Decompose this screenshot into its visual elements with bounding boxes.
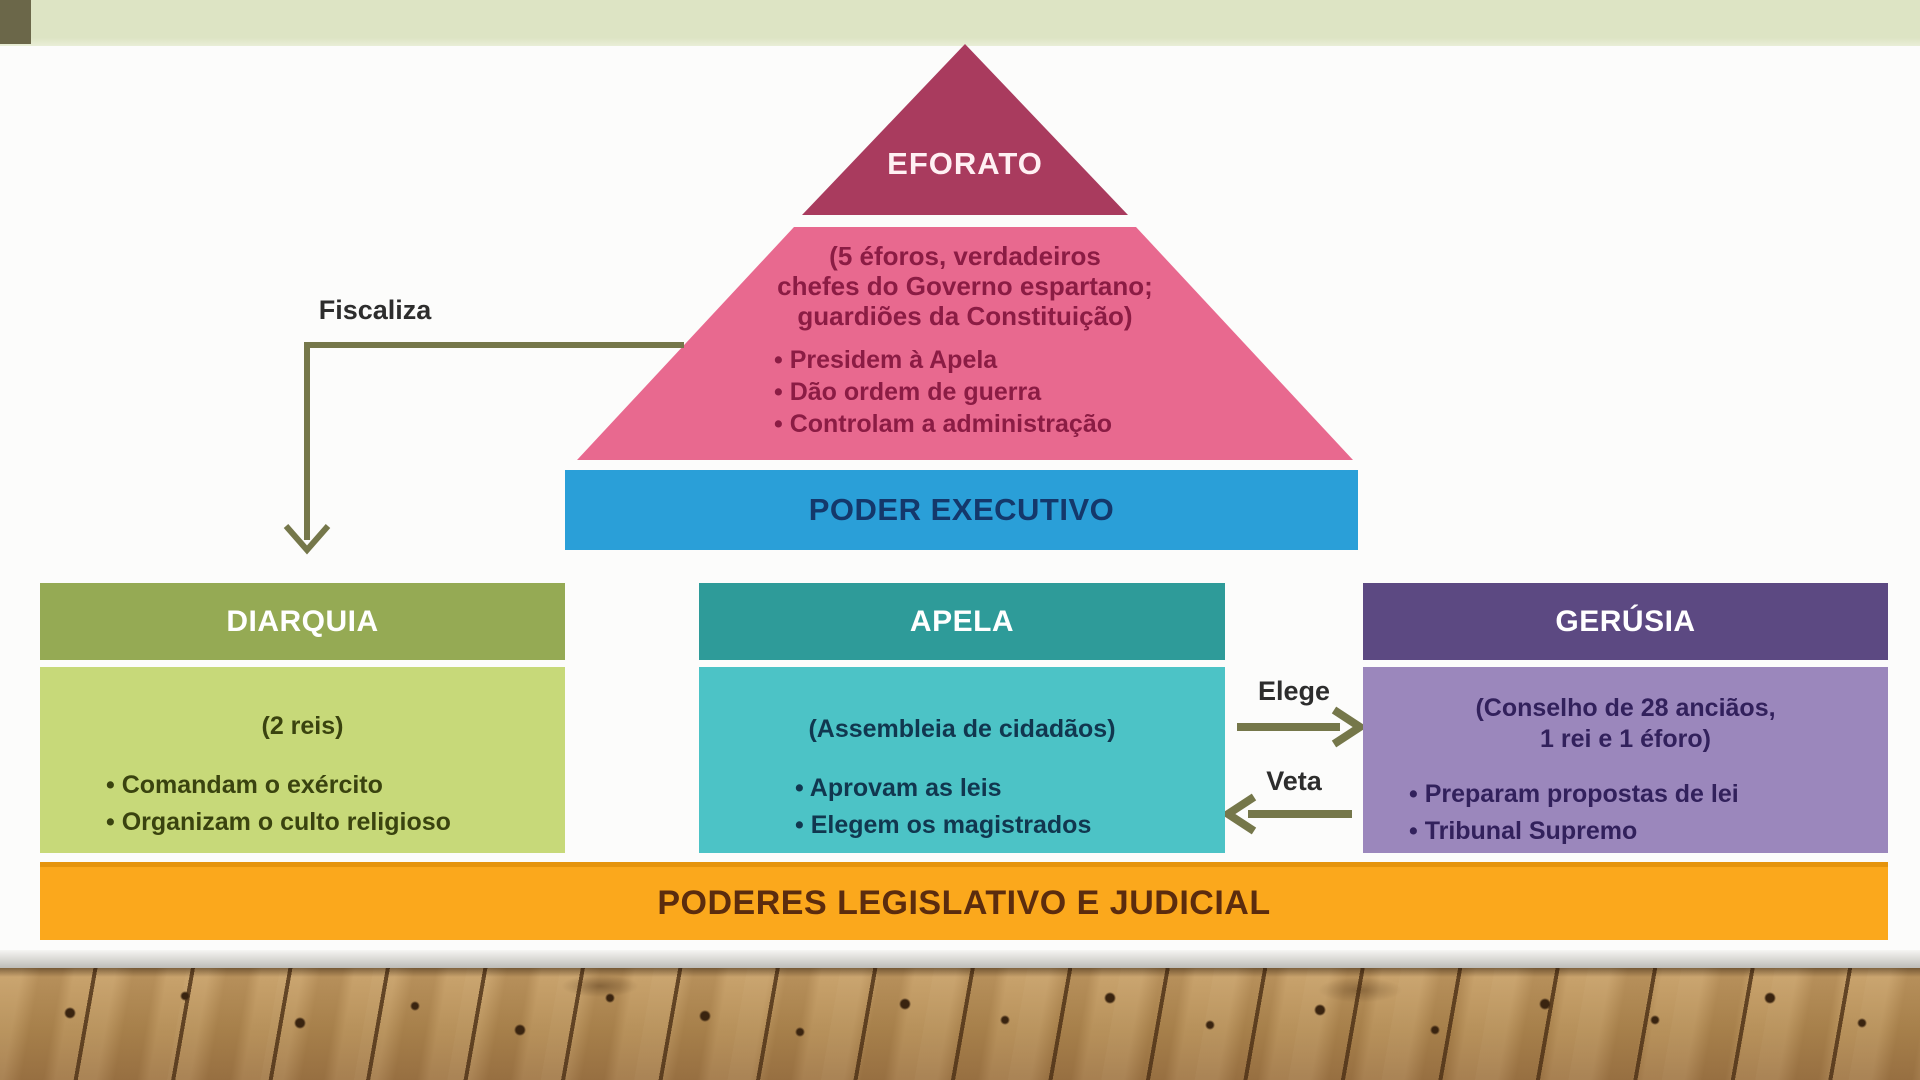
diarquia-body: (2 reis) Comandam o exército Organizam o… [40, 667, 565, 853]
gerusia-body: (Conselho de 28 anciãos, 1 rei e 1 éforo… [1363, 667, 1888, 853]
apela-header: APELA [699, 583, 1225, 660]
veta-arrowhead-icon [1220, 793, 1257, 835]
gerusia-bullet: Preparam propostas de lei [1409, 776, 1888, 813]
apela-bullet: Elegem os magistrados [795, 807, 1225, 844]
eforato-bullet-list: Presidem à Apela Dão ordem de guerra Con… [774, 344, 1112, 440]
fiscaliza-arrowhead-icon [283, 524, 331, 555]
elege-label: Elege [1257, 676, 1331, 706]
eforato-description-line: guardiões da Constituição) [797, 301, 1133, 331]
eforato-bullet: Presidem à Apela [774, 344, 1112, 376]
executive-power-banner: PODER EXECUTIVO [565, 470, 1358, 550]
wood-floor-background [0, 968, 1920, 1080]
apela-body: (Assembleia de cidadãos) Aprovam as leis… [699, 667, 1225, 853]
eforato-triangle-shape [802, 44, 1128, 215]
top-strip [0, 0, 1920, 46]
eforato-description-line: chefes do Governo espartano; [777, 271, 1153, 301]
eforato-bullet: Controlam a administração [774, 408, 1112, 440]
elege-arrowhead-icon [1331, 706, 1368, 748]
diarquia-title: DIARQUIA [226, 604, 379, 638]
diarquia-subtitle: (2 reis) [261, 712, 344, 740]
diarquia-bullet: Comandam o exército [106, 767, 565, 804]
eforato-title: EFORATO [887, 146, 1043, 181]
gerusia-bullet-list: Preparam propostas de lei Tribunal Supre… [1363, 776, 1888, 850]
apela-box: APELA (Assembleia de cidadãos) Aprovam a… [699, 583, 1225, 853]
gerusia-title: GERÚSIA [1555, 604, 1696, 638]
diarquia-bullet: Organizam o culto religioso [106, 804, 565, 841]
legislative-judicial-label: PODERES LEGISLATIVO E JUDICIAL [657, 884, 1271, 922]
diarquia-bullet-list: Comandam o exército Organizam o culto re… [40, 767, 565, 841]
slide-bottom-edge [0, 950, 1920, 968]
gerusia-bullet: Tribunal Supremo [1409, 813, 1888, 850]
gerusia-subtitle-line: 1 rei e 1 éforo) [1540, 725, 1711, 753]
veta-label: Veta [1266, 766, 1322, 796]
fiscaliza-connector-line [304, 342, 684, 540]
gerusia-subtitle-line: (Conselho de 28 anciãos, [1475, 694, 1776, 722]
corner-accent-square [0, 0, 31, 44]
legislative-judicial-banner: PODERES LEGISLATIVO E JUDICIAL [40, 862, 1888, 940]
apela-subtitle: (Assembleia de cidadãos) [808, 715, 1116, 743]
diarquia-header: DIARQUIA [40, 583, 565, 660]
gerusia-box: GERÚSIA (Conselho de 28 anciãos, 1 rei e… [1363, 583, 1888, 853]
apela-bullet: Aprovam as leis [795, 770, 1225, 807]
eforato-bullet: Dão ordem de guerra [774, 376, 1112, 408]
gerusia-subtitle: (Conselho de 28 anciãos, 1 rei e 1 éforo… [1363, 693, 1888, 755]
fiscaliza-label: Fiscaliza [318, 295, 432, 325]
gerusia-header: GERÚSIA [1363, 583, 1888, 660]
executive-power-label: PODER EXECUTIVO [808, 492, 1115, 527]
diarquia-box: DIARQUIA (2 reis) Comandam o exército Or… [40, 583, 565, 853]
apela-title: APELA [909, 604, 1015, 638]
eforato-description-line: (5 éforos, verdadeiros [829, 241, 1101, 271]
apela-bullet-list: Aprovam as leis Elegem os magistrados [699, 770, 1225, 844]
eforato-description: (5 éforos, verdadeiros chefes do Governo… [665, 241, 1265, 331]
